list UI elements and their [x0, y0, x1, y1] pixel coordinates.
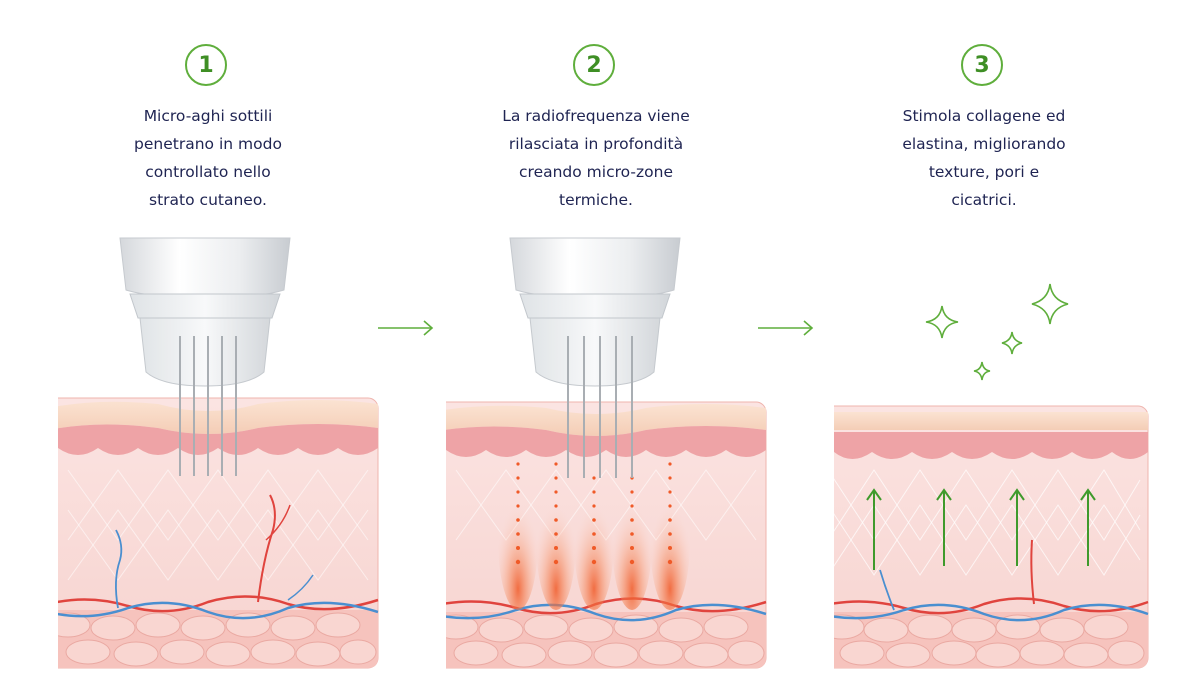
caption-line: texture, pori e — [928, 163, 1040, 181]
sparkle-icon — [925, 283, 1069, 381]
skin-needling-illustration — [58, 237, 379, 669]
step-caption: La radiofrequenza viene rilasciata in pr… — [446, 102, 746, 214]
skin-regeneration-illustration — [834, 283, 1149, 669]
caption-line: La radiofrequenza viene — [502, 107, 690, 125]
caption-line: Stimola collagene ed — [902, 107, 1066, 125]
micro-needle-handpiece-icon — [119, 237, 291, 476]
caption-line: strato cutaneo. — [149, 191, 267, 209]
heat-zone-icon — [498, 462, 690, 610]
step-2: 2 La radiofrequenza viene rilasciata in … — [446, 0, 767, 691]
caption-line: termiche. — [559, 191, 633, 209]
micro-needle-handpiece-icon — [509, 237, 681, 478]
step-number-badge: 1 — [185, 44, 227, 86]
caption-line: Micro-aghi sottili — [143, 107, 273, 125]
caption-line: controllato nello — [145, 163, 271, 181]
step-1: 1 Micro-aghi sottili penetrano in modo c… — [58, 0, 379, 691]
skin-cross-section-icon — [834, 405, 1149, 669]
skin-cross-section-icon — [58, 397, 379, 669]
step-3: 3 Stimola collagene ed elastina, miglior… — [834, 0, 1149, 691]
flow-arrow-icon — [758, 320, 814, 336]
step-number-badge: 3 — [961, 44, 1003, 86]
step-caption: Stimola collagene ed elastina, miglioran… — [834, 102, 1134, 214]
step-number-badge: 2 — [573, 44, 615, 86]
caption-line: cicatrici. — [951, 191, 1017, 209]
caption-line: creando micro-zone — [519, 163, 673, 181]
step-caption: Micro-aghi sottili penetrano in modo con… — [58, 102, 358, 214]
flow-arrow-icon — [378, 320, 434, 336]
caption-line: penetrano in modo — [134, 135, 282, 153]
collagen-arrow-icon — [866, 488, 1096, 570]
caption-line: rilasciata in profondità — [508, 135, 684, 153]
caption-line: elastina, migliorando — [902, 135, 1066, 153]
skin-radiofrequency-illustration — [446, 237, 767, 669]
